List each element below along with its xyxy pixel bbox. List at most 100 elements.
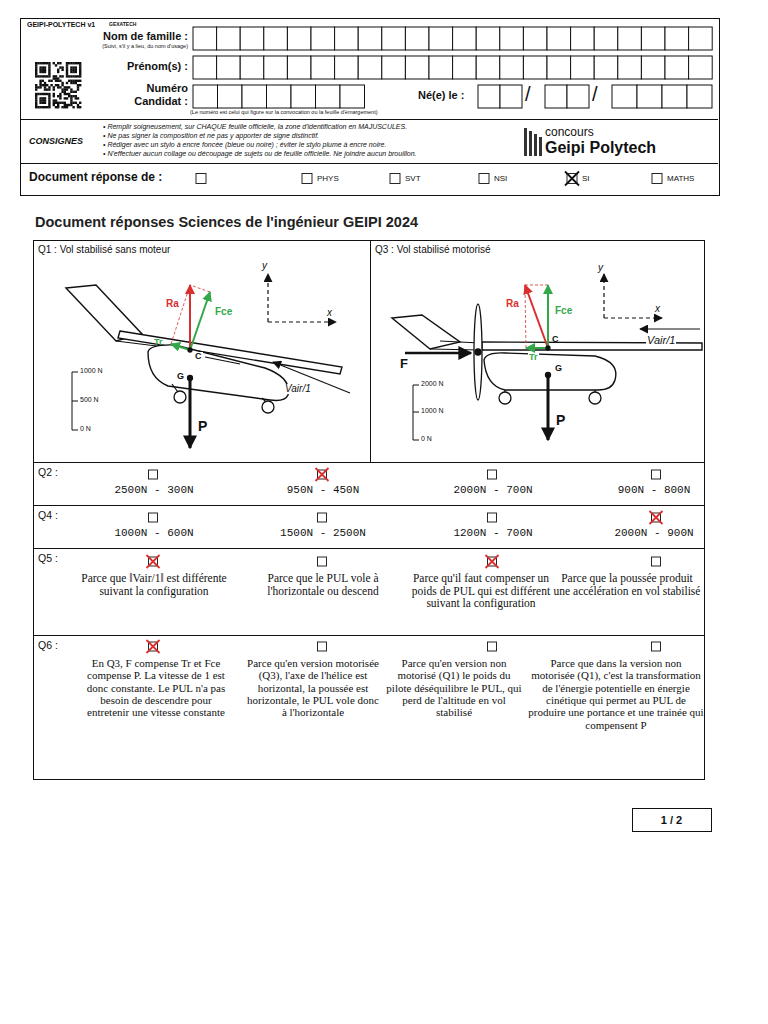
axis-x [604, 317, 662, 318]
qr-module [48, 69, 50, 71]
check-cross [147, 640, 160, 653]
wheel [499, 392, 511, 404]
qr-module [39, 97, 41, 99]
qr-module [66, 62, 68, 64]
answer-row: Q4 :1000N - 600N1500N - 2500N1200N - 700… [33, 505, 705, 549]
nacelle [484, 353, 616, 390]
letter-box [335, 27, 359, 50]
axis-y [603, 274, 604, 318]
qr-module [77, 84, 79, 86]
qr-module [66, 64, 68, 66]
qr-module [59, 62, 61, 64]
qr-module [44, 82, 46, 84]
qr-module [42, 99, 44, 101]
letter-box [453, 27, 477, 50]
letter-box [594, 27, 618, 50]
force-vector [171, 344, 190, 350]
section-heading: CONSIGNES [29, 136, 83, 146]
qr-module [42, 106, 44, 108]
letter-box [618, 27, 642, 50]
instructions-band: CONSIGNES • Remplir soigneusement, sur CH… [21, 119, 718, 164]
qr-module [35, 99, 37, 101]
qr-module [35, 106, 37, 108]
qr-module [35, 71, 37, 73]
question-number: Q2 : [38, 466, 58, 478]
checkbox [302, 174, 312, 184]
qr-module [42, 66, 44, 68]
qr-module [77, 97, 79, 99]
qr-module [61, 88, 63, 90]
qr-module [61, 82, 63, 84]
answer-option: 900N - 800N [599, 484, 709, 497]
band-heading: Document réponse de : [29, 171, 162, 185]
qr-module [35, 86, 37, 88]
qr-module [48, 106, 50, 108]
field-label: Numéro Candidat : [114, 82, 188, 108]
letter-box [240, 27, 264, 50]
letter-box [476, 56, 500, 79]
instruction: • Remplir soigneusement, sur CHAQUE feui… [103, 123, 407, 131]
digit-box [316, 85, 341, 108]
date-box [500, 85, 522, 108]
qr-module [59, 66, 61, 68]
qr-module [35, 104, 37, 106]
tail-boom [430, 341, 480, 350]
letter-box [618, 56, 642, 79]
checkbox [652, 470, 661, 479]
qr-module [39, 80, 41, 82]
letter-box [429, 56, 453, 79]
qr-module [48, 73, 50, 75]
qr-module [39, 99, 41, 101]
qr-module [68, 104, 70, 106]
subject-band: Document réponse de :PHYSSVTNSISIMATHS [21, 164, 718, 194]
qr-module [39, 84, 41, 86]
qr-module [75, 82, 77, 84]
instruction: • Ne pas signer la composition et ne pas… [103, 132, 319, 140]
qr-module [72, 82, 74, 84]
letter-box [641, 27, 665, 50]
qr-module [55, 99, 57, 101]
date-box [637, 85, 662, 108]
qr-module [48, 104, 50, 106]
qr-module [55, 75, 57, 77]
qr-module [77, 88, 79, 90]
letter-box [217, 27, 241, 50]
answer-option: Parce qu'il faut compenser un poids de P… [406, 572, 556, 610]
qr-module [46, 84, 48, 86]
qr-module [59, 95, 61, 97]
qr-module [55, 64, 57, 66]
qr-module [72, 75, 74, 77]
qr-module [42, 93, 44, 95]
qr-module [75, 91, 77, 93]
qr-module [79, 69, 81, 71]
qr-module [79, 66, 81, 68]
date-box [687, 85, 712, 108]
qr-module [61, 84, 63, 86]
qr-module [48, 86, 50, 88]
letter-box [264, 27, 288, 50]
qr-module [77, 62, 79, 64]
qr-module [42, 71, 44, 73]
qr-module [46, 93, 48, 95]
qr-module [39, 102, 41, 104]
qr-module [42, 69, 44, 71]
letter-box [547, 56, 571, 79]
qr-module [53, 88, 55, 90]
qr-module [70, 88, 72, 90]
qr-module [48, 93, 50, 95]
force-label: Tr [154, 337, 163, 347]
qr-module [77, 106, 79, 108]
qr-module [79, 62, 81, 64]
axis-label: y [598, 262, 603, 274]
question-number: Q6 : [38, 639, 58, 651]
scale-label: 1000 N [421, 407, 444, 415]
qr-module [37, 62, 39, 64]
qr-module [61, 102, 63, 104]
checkbox [652, 557, 661, 566]
qr-module [77, 86, 79, 88]
checkbox [488, 642, 497, 651]
qr-module [53, 86, 55, 88]
checkbox [149, 513, 158, 522]
qr-module [42, 102, 44, 104]
instruction: • N'effectuer aucun collage ou découpage… [103, 150, 417, 158]
